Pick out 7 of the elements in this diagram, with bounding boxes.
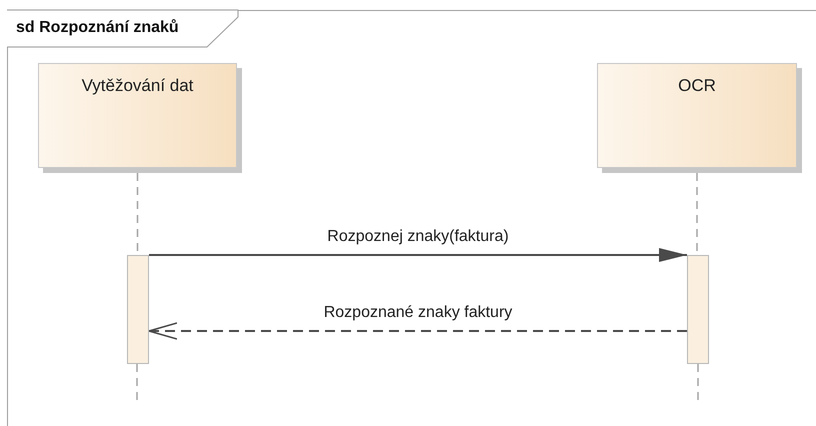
diagram-title: sd Rozpoznání znaků (16, 19, 179, 37)
message-arrow (148, 322, 687, 340)
lifeline-name: OCR (678, 76, 716, 96)
activation-bar (687, 255, 709, 364)
message-arrow (149, 248, 687, 262)
lifeline-name: Vytěžování dat (82, 76, 194, 96)
activation-bar (127, 255, 149, 364)
